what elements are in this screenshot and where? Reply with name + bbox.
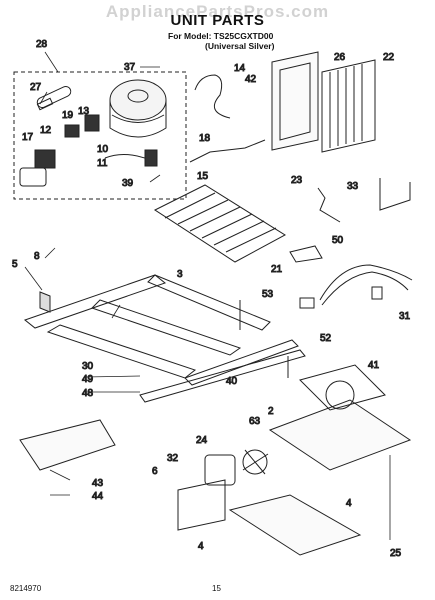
callout-42: 42 [245, 74, 257, 85]
callout-44: 44 [92, 491, 104, 502]
tube-23 [317, 187, 341, 223]
callout-21: 21 [271, 264, 283, 275]
callout-40: 40 [226, 376, 238, 387]
callout-10: 10 [97, 144, 109, 155]
model-line: For Model: TS25CGXTD00 [168, 31, 274, 41]
callout-5: 5 [12, 259, 18, 270]
rail-40 [139, 349, 306, 403]
callout-3: 3 [177, 269, 183, 280]
tube-33 [379, 178, 411, 211]
callout-15: 15 [197, 171, 209, 182]
compressor [109, 79, 167, 138]
callout-53: 53 [262, 289, 274, 300]
document-number: 8214970 [10, 584, 42, 593]
callout-labels: 28 27 37 14 42 26 22 19 13 12 17 10 11 3… [12, 39, 412, 560]
callout-22: 22 [383, 52, 395, 63]
callout-26: 26 [334, 52, 346, 63]
fan-motor [204, 449, 269, 486]
callout-12: 12 [40, 125, 52, 136]
callout-14: 14 [234, 63, 246, 74]
wiring-harness [299, 264, 413, 309]
tube-18 [189, 139, 266, 163]
cover-43 [19, 419, 116, 471]
callout-50: 50 [332, 235, 344, 246]
callout-2: 2 [268, 406, 274, 417]
bracket-50 [289, 245, 323, 263]
callout-39: 39 [122, 178, 134, 189]
callout-19: 19 [62, 110, 74, 121]
drain-pan [228, 494, 362, 556]
condenser-coil [321, 59, 376, 153]
callout-13: 13 [78, 106, 90, 117]
evaporator [153, 184, 286, 263]
callout-24: 24 [196, 435, 208, 446]
callout-52: 52 [320, 333, 332, 344]
watermark: AppliancePartsPros.com [105, 2, 330, 21]
callout-63: 63 [249, 416, 261, 427]
motor-bracket [177, 479, 226, 531]
callout-23: 23 [291, 175, 303, 186]
leader-lines [24, 51, 391, 540]
diagram-title: UNIT PARTS [170, 12, 265, 29]
callout-43: 43 [92, 478, 104, 489]
fan-bracket [268, 364, 412, 471]
callout-37: 37 [124, 62, 136, 73]
base-frame [23, 274, 299, 386]
callout-25: 25 [390, 548, 402, 559]
callout-17: 17 [22, 132, 34, 143]
callout-4: 4 [198, 541, 204, 552]
harness-10 [104, 149, 158, 167]
callout-11: 11 [97, 158, 108, 169]
callout-32: 32 [167, 453, 179, 464]
capacitor-27 [36, 86, 72, 111]
condenser-shroud [271, 51, 319, 151]
tube-14 [194, 74, 231, 119]
callout-33: 33 [347, 181, 359, 192]
callout-41: 41 [368, 360, 380, 371]
callout-30: 30 [82, 361, 94, 372]
callout-49: 49 [82, 374, 94, 385]
callout-28: 28 [36, 39, 48, 50]
callout-18: 18 [199, 133, 211, 144]
model-variant: (Universal Silver) [205, 41, 275, 51]
callout-4: 4 [346, 498, 352, 509]
page-number: 15 [212, 584, 221, 593]
callout-8: 8 [34, 251, 40, 262]
callout-31: 31 [399, 311, 411, 322]
callout-27: 27 [30, 82, 42, 93]
callout-48: 48 [82, 388, 94, 399]
overload-relay [19, 114, 100, 187]
callout-6: 6 [152, 466, 158, 477]
compressor-assembly-box [13, 71, 187, 200]
